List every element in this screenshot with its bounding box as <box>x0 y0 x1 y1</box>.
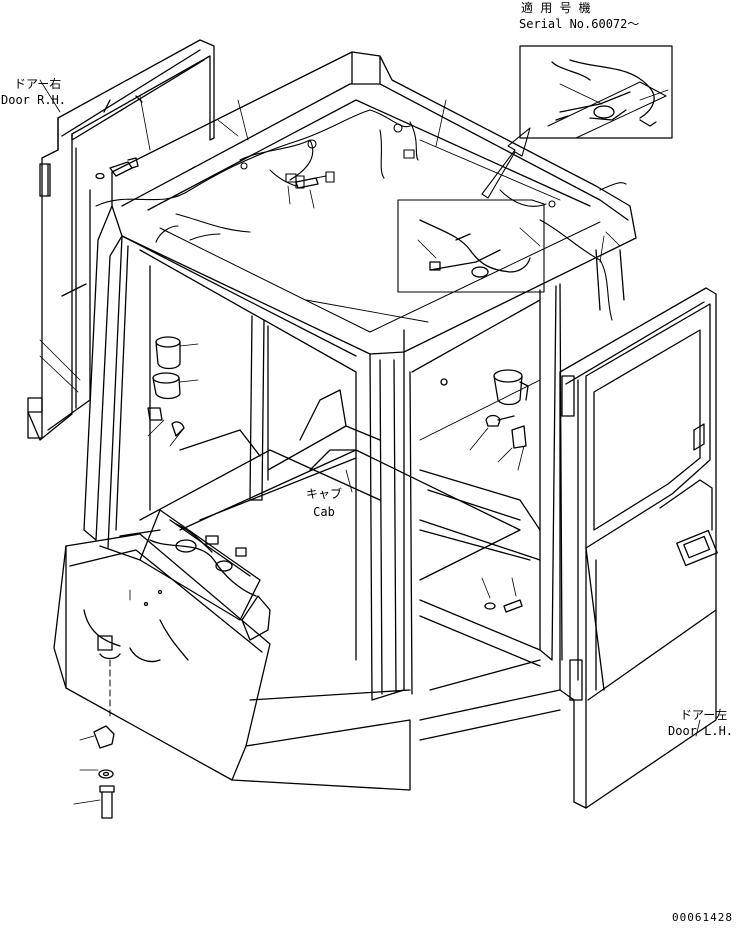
dash-wiring <box>100 510 260 620</box>
front-lower-panel <box>54 534 410 790</box>
door-rh-drawing <box>28 40 214 440</box>
rh-bolt <box>96 158 318 188</box>
inset-arrow <box>482 128 530 198</box>
serial-note-jp: 適 用 号 機 <box>521 1 591 15</box>
door-rh-label-jp: ドアー右 <box>14 77 62 91</box>
figure-number: 00061428 <box>672 911 733 924</box>
roof-wiring <box>96 110 626 320</box>
cab-frame <box>84 206 624 740</box>
serial-note-en: Serial No.60072～ <box>519 17 640 31</box>
door-rh-label-en: Door R.H. <box>1 93 67 107</box>
cab-label-en: Cab <box>313 505 335 519</box>
cab-roof <box>112 52 636 356</box>
right-interior-parts <box>441 370 528 470</box>
cup-holders-left <box>148 337 198 446</box>
serial-inset <box>520 46 672 138</box>
door-lh-drawing <box>560 288 717 808</box>
roof-detail-box <box>398 200 544 292</box>
cab-label-jp: キャブ <box>305 487 342 501</box>
door-lh-label-en: Door L.H. <box>668 724 734 738</box>
right-bolt-washer <box>482 578 522 612</box>
door-lh-label-jp: ドアー左 <box>680 708 728 722</box>
leader-lines <box>40 80 700 736</box>
front-hardware <box>74 726 114 818</box>
